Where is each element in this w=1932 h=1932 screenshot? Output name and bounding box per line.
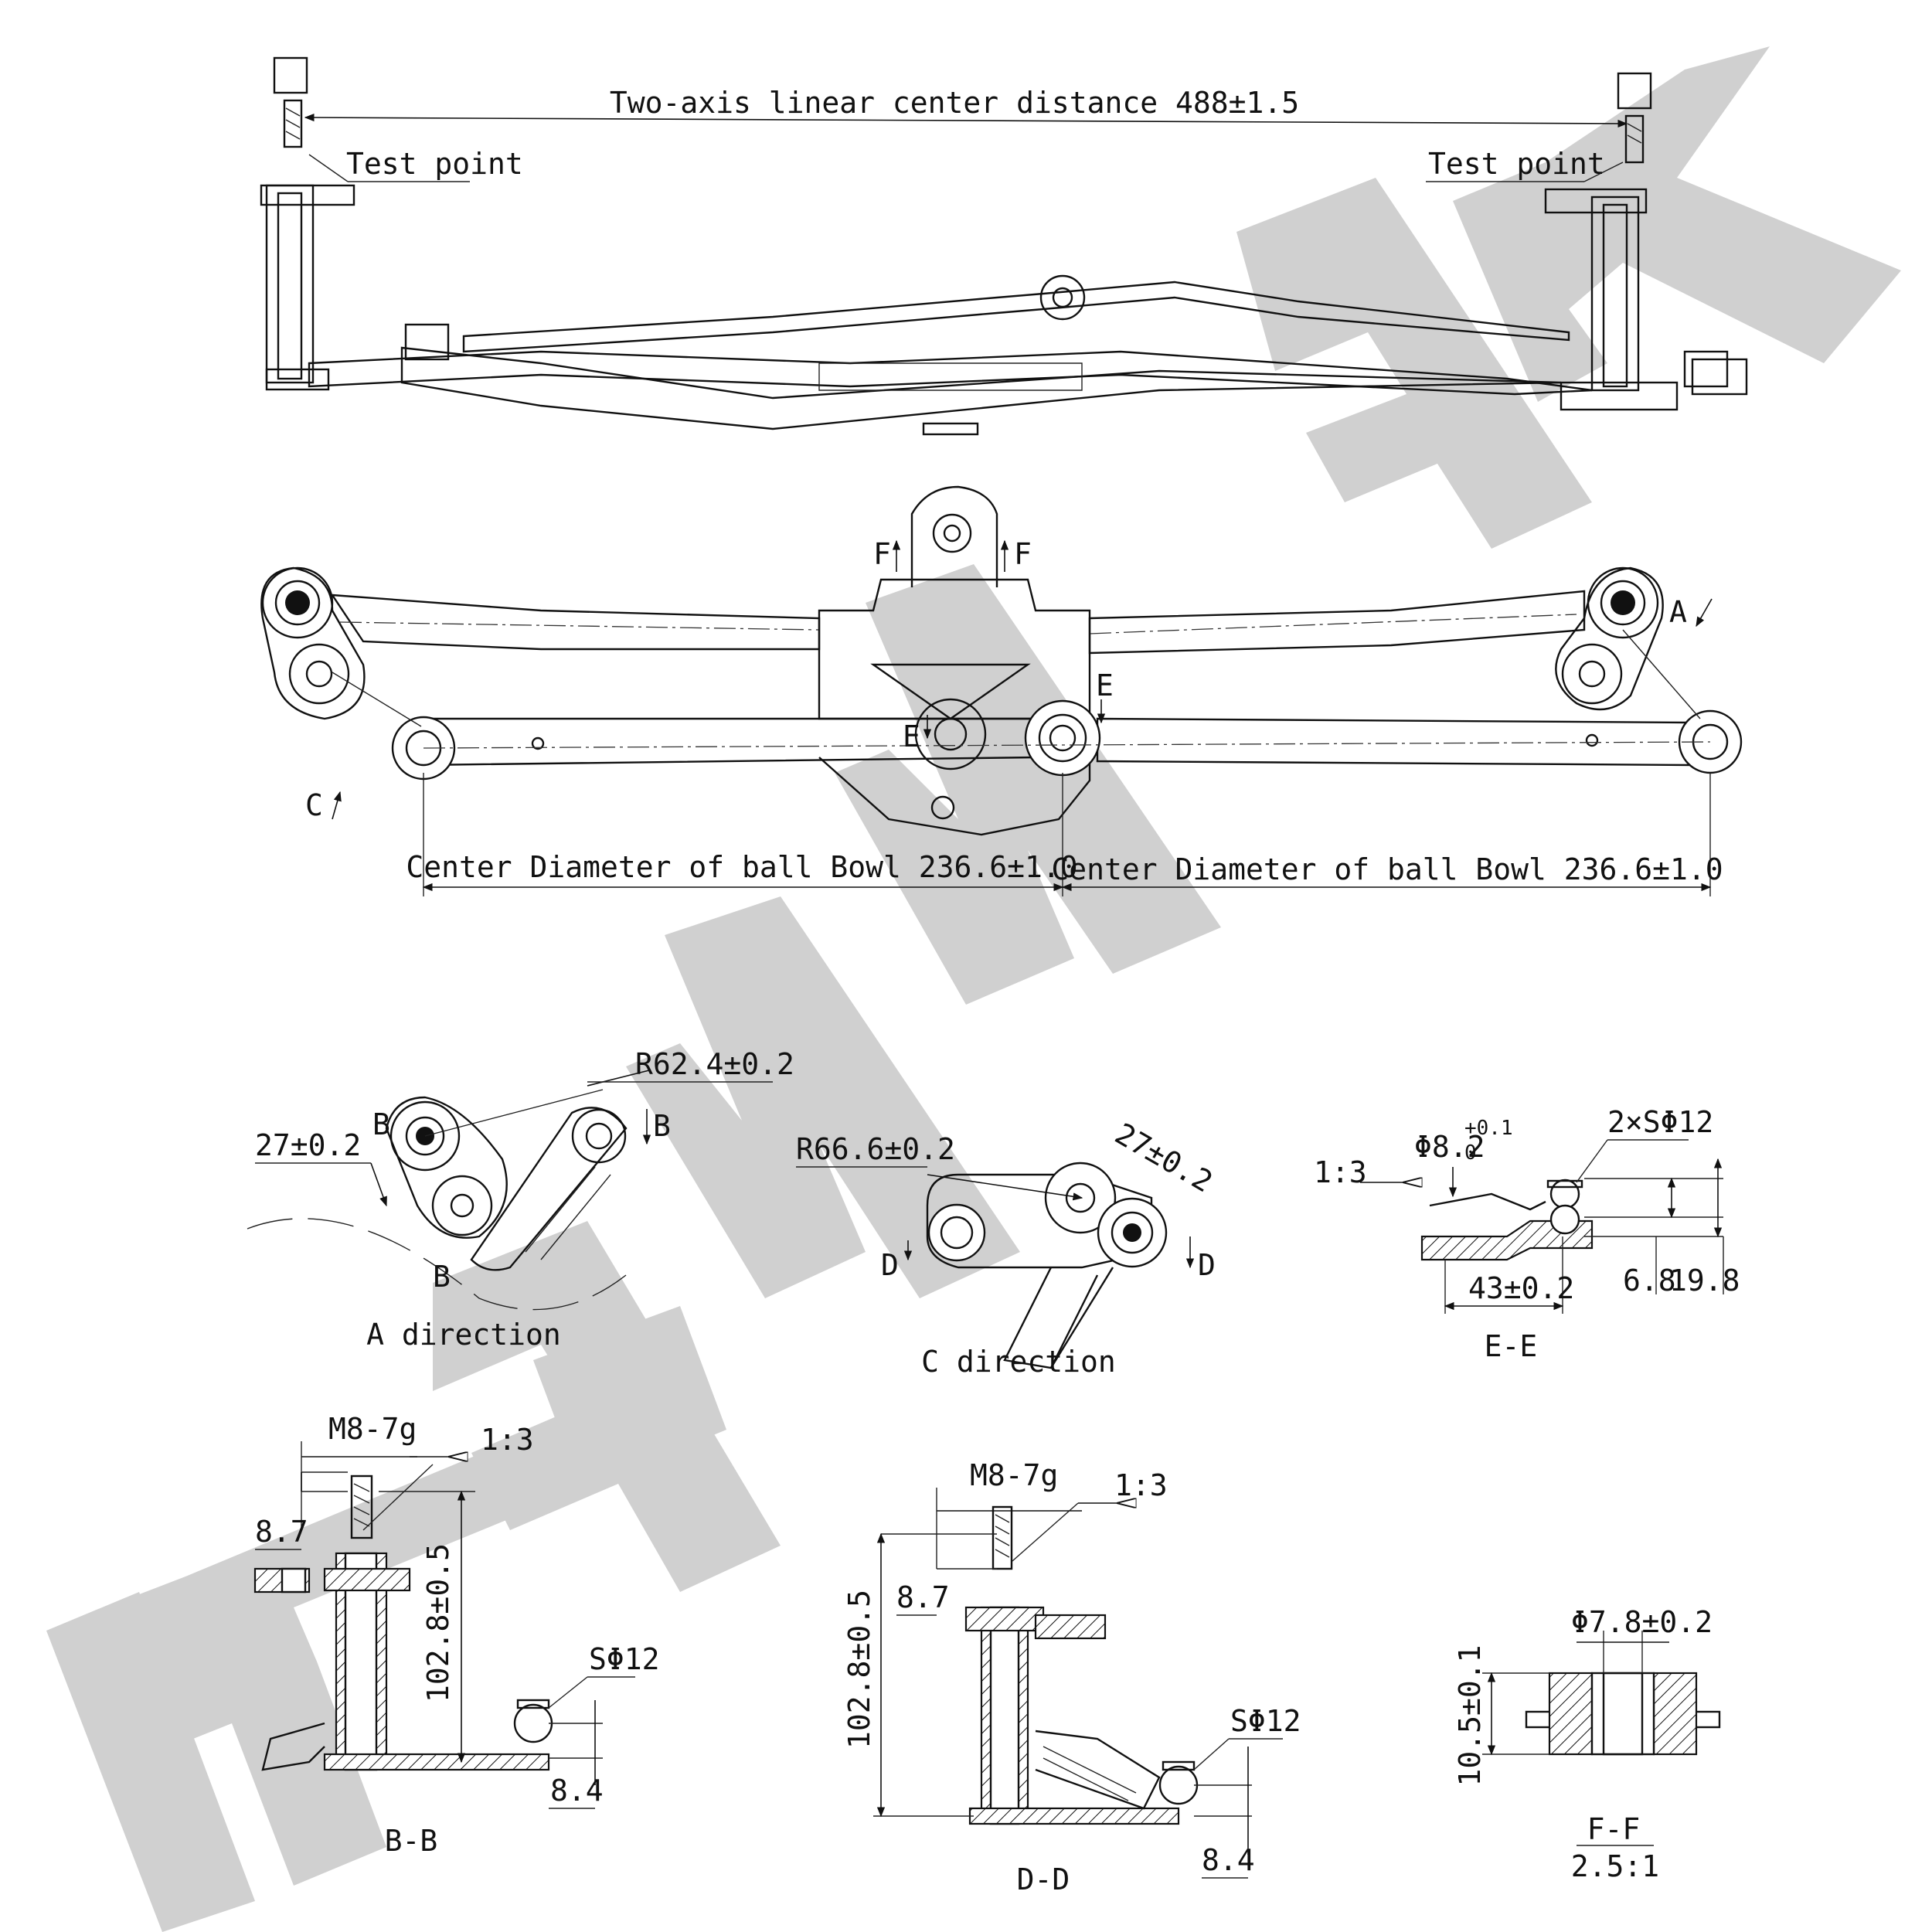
bb-ball-offset: 8.4 [550,1774,604,1808]
ee-bore-tol-upper: +0.1 [1464,1117,1513,1140]
view-c-caption: C direction [921,1345,1116,1379]
section-f-left: F [873,537,891,571]
left-crank-plate [260,566,366,720]
view-a-direction: R62.4±0.2 27±0.2 B B B A direction [247,1047,794,1352]
ff-height: 10.5±0.1 [1453,1645,1487,1786]
dd-taper: 1:3 [1114,1468,1168,1502]
ee-scale-ratio: 1:3 [1314,1155,1367,1189]
ball-bowl-left-label: Center Diameter of ball Bowl 236.6±1.0 [406,850,1077,884]
center-distance-label: Two-axis linear center distance 488±1.5 [610,86,1299,120]
ff-scale: 2.5:1 [1571,1849,1659,1883]
ff-diameter: Φ7.8±0.2 [1571,1605,1713,1639]
view-a-b-right: B [653,1109,671,1143]
left-pivot-shaft [260,56,355,391]
right-main-tube [1088,590,1586,655]
bb-taper: 1:3 [481,1423,534,1457]
dd-ball-offset: 8.4 [1202,1843,1255,1877]
ee-offset-small: 6.8 [1623,1264,1676,1298]
ee-length: 43±0.2 [1468,1271,1574,1305]
dd-ball: SΦ12 [1230,1704,1301,1738]
watermark-letter-n1 [626,896,1020,1298]
section-e-right: E [1096,668,1114,702]
watermark-letter-z-stroke [46,1592,255,1932]
watermark-letter-e [433,1221,781,1592]
ee-ball: 2×SΦ12 [1607,1105,1713,1139]
view-a-b-top: B [372,1107,390,1141]
bb-caption: B-B [385,1824,438,1858]
watermark-letter-k [1453,46,1901,402]
section-bb: M8-7g 1:3 8.7 102.8±0.5 SΦ12 8.4 B-B [253,1412,660,1858]
top-view: Two-axis linear center distance 488±1.5 … [260,56,1748,436]
lower-link-bar [308,350,1593,396]
dd-thread: M8-7g [970,1458,1058,1492]
test-point-left-label: Test point [346,147,523,181]
dd-thread-height: 8.7 [896,1580,950,1614]
view-a-b-bottom: B [433,1260,451,1294]
bb-height: 102.8±0.5 [421,1543,455,1702]
view-c-angle: 27±0.2 [1110,1117,1219,1199]
section-ff: Φ7.8±0.2 10.5±0.1 F-F 2.5:1 [1453,1605,1721,1883]
left-main-tube [330,594,821,651]
watermark-letter-e2 [1236,178,1592,549]
bb-thread-height: 8.7 [255,1515,308,1549]
view-c-d-left: D [881,1248,899,1282]
view-a-radius: R62.4±0.2 [635,1047,794,1081]
right-crank-plate [1555,566,1664,711]
ee-caption: E-E [1485,1329,1538,1363]
bracket-tab [910,485,998,587]
test-point-right-label: Test point [1428,147,1605,181]
section-dd: M8-7g 1:3 8.7 102.8±0.5 SΦ12 8.4 D-D [842,1458,1301,1896]
dd-caption: D-D [1017,1862,1070,1896]
upper-link-bar [462,281,1570,353]
section-e-left: E [903,719,920,753]
frame-tube [400,346,1562,430]
view-c-arrow-label: C [305,788,323,822]
ff-caption: F-F [1587,1812,1641,1846]
right-pivot-shaft [1544,72,1748,411]
center-distance-dimension-line [304,113,1628,128]
bb-thread: M8-7g [328,1412,417,1446]
ee-offset-large: 19.8 [1669,1264,1740,1298]
watermark-letter-n2 [835,564,1221,1005]
view-c-radius: R66.6±0.2 [796,1132,955,1166]
section-ee: 1:3 Φ8.2 +0.1 0 2×SΦ12 43±0.2 6.8 19.8 E… [1314,1105,1740,1363]
view-a-caption: A direction [366,1318,561,1352]
view-a-angle: 27±0.2 [255,1128,361,1162]
view-c-d-right: D [1198,1248,1216,1282]
plan-view: F F E E A C Center Diameter of ball Bowl… [260,485,1743,896]
bb-ball: SΦ12 [589,1642,660,1676]
ee-bore-tol-lower: 0 [1464,1141,1477,1165]
ee-bore: Φ8.2 [1414,1130,1485,1164]
dd-height: 102.8±0.5 [842,1590,876,1749]
section-f-right: F [1014,537,1032,571]
watermark [46,46,1901,1932]
ball-bowl-right-label: Center Diameter of ball Bowl 236.6±1.0 [1051,852,1723,886]
view-a-arrow-label: A [1669,595,1687,629]
